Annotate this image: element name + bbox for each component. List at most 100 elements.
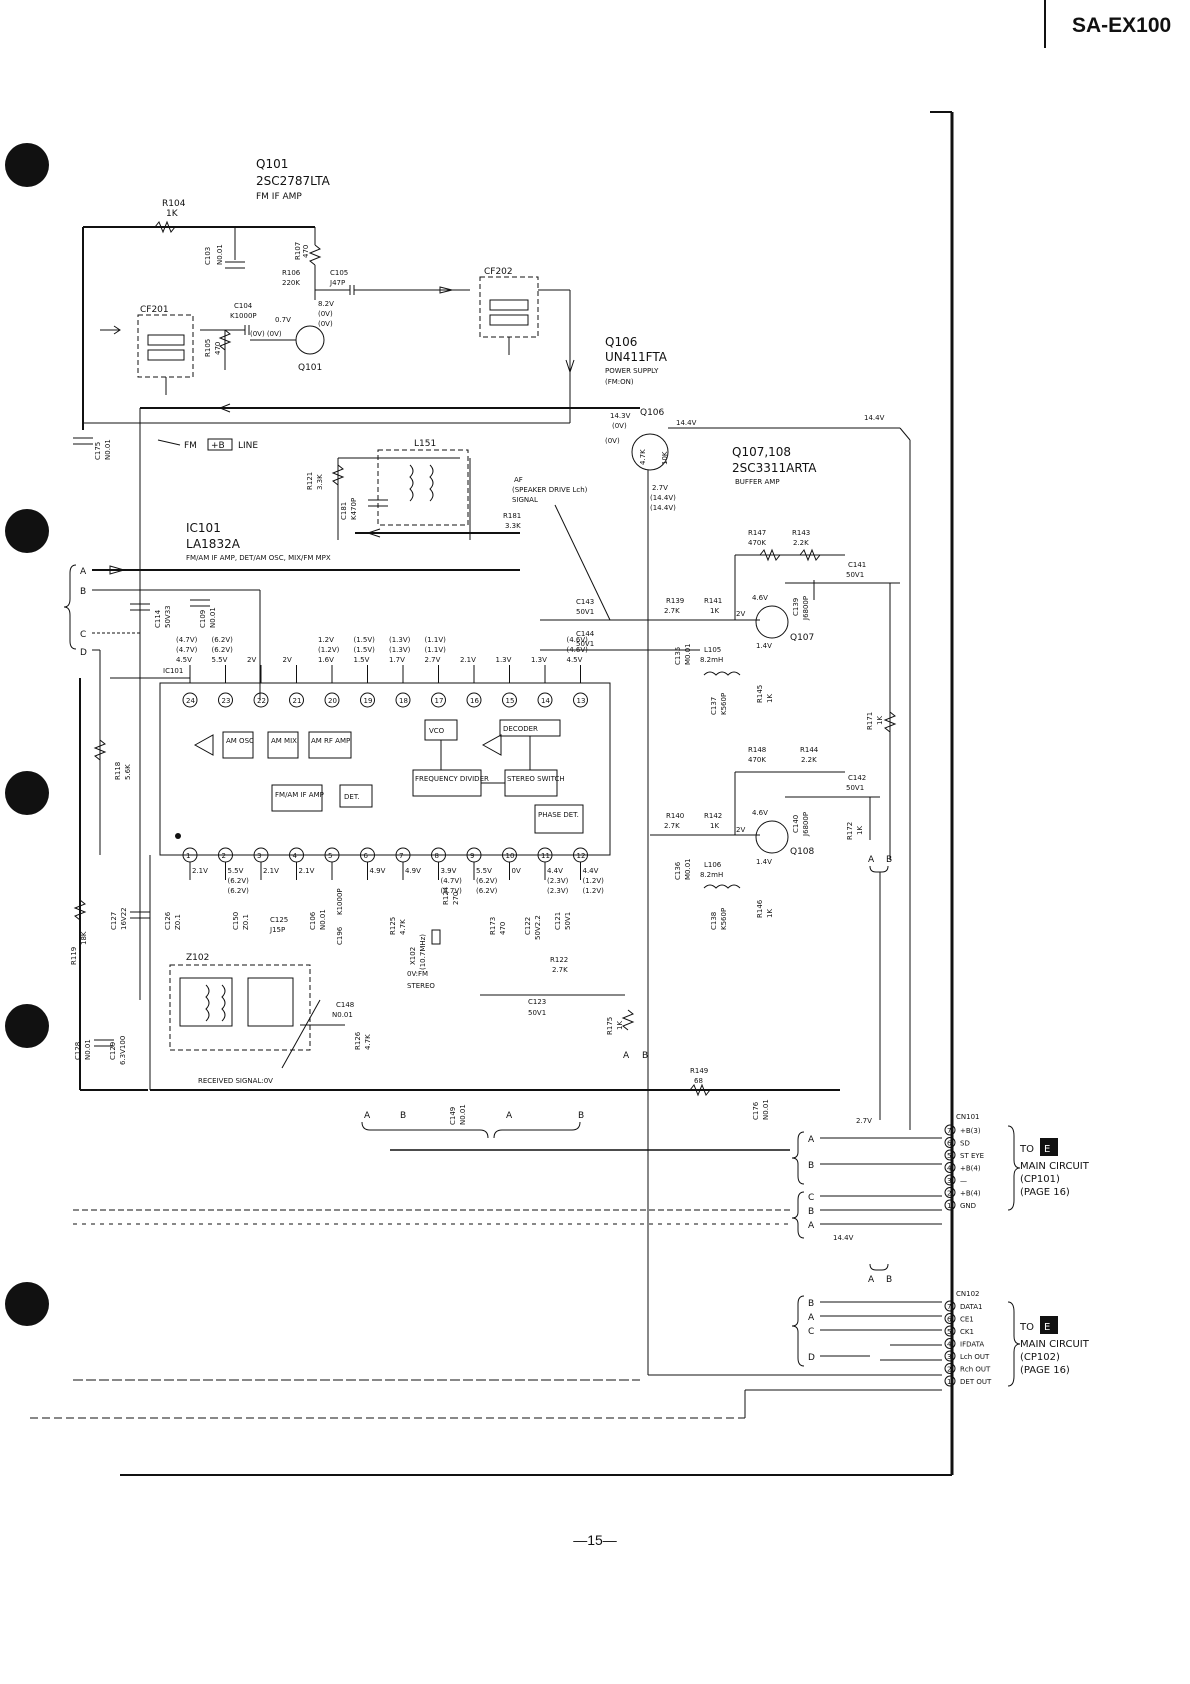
c141-ref: C141 <box>848 561 866 569</box>
ic-pin-voltage: 2.1V <box>460 656 476 664</box>
q106-v2: (0V) <box>612 422 627 430</box>
cn101-pin-label: +B(4) <box>960 1165 981 1173</box>
q106-vb1: 2.7V <box>652 484 668 492</box>
cn101-ref: CN101 <box>956 1113 980 1121</box>
binder-hole <box>5 143 49 187</box>
r121-val: 3.3K <box>316 474 324 490</box>
r122-ref: R122 <box>550 956 568 964</box>
ic-pin-voltage: (1.2V) <box>583 877 605 885</box>
fm-b-label: +B <box>211 441 225 451</box>
ic-pin-voltage: 4.9V <box>370 867 386 875</box>
ic-pin-top: 21 <box>293 697 302 705</box>
c122-val: 50V2.2 <box>534 915 542 940</box>
c144-ref: C144 <box>576 630 595 638</box>
r145-ref: R145 <box>756 685 764 703</box>
ic-pin-top: 23 <box>222 697 231 705</box>
ic-pin-bottom: 3 <box>257 852 261 860</box>
r146-val: 1K <box>766 909 774 918</box>
cn101-sheet-box <box>1040 1138 1058 1156</box>
cn102-pin-num: 3 <box>947 1353 951 1361</box>
r145-val: 1K <box>766 694 774 703</box>
model-number: SA-EX100 <box>1072 14 1172 37</box>
l105-ref: L105 <box>704 646 721 654</box>
mid-components: R125 4.7K X102 (10.7MHz) R124 270 0V:FM … <box>361 886 840 1151</box>
r141-ref: R141 <box>704 597 722 605</box>
q108-vb: 2V <box>736 826 745 834</box>
q106-vb2: (14.4V) <box>650 494 676 502</box>
ic-pin-voltage: (1.3V) <box>389 636 411 644</box>
bus-b-label: B <box>80 587 86 597</box>
ic-pin-top: 14 <box>541 697 550 705</box>
ic-pin-voltage: (6.2V) <box>476 877 498 885</box>
c181-val: K470P <box>350 498 358 520</box>
c128-val: N0.01 <box>84 1039 92 1060</box>
ic-pin-bottom: 1 <box>186 852 190 860</box>
r149-val: 68 <box>694 1077 703 1085</box>
c123-val: 50V1 <box>528 1009 546 1017</box>
block-freq-div-label: FREQUENCY DIVIDER <box>415 775 489 783</box>
bus-a-label: A <box>80 567 87 577</box>
c175-val: N0.01 <box>104 439 112 460</box>
c122-ref: C122 <box>524 917 532 935</box>
c121-val: 50V1 <box>564 912 572 930</box>
header-rule <box>1044 0 1046 48</box>
bus-a-bot1: A <box>364 1111 371 1121</box>
c150-ref: C150 <box>232 912 240 930</box>
cn102-pin-num: 2 <box>947 1366 951 1374</box>
ic-pin-bottom: 5 <box>328 852 332 860</box>
binder-hole <box>5 509 49 553</box>
ic-pin-voltage: (1.2V) <box>318 646 340 654</box>
cn102-pin-num: 5 <box>947 1328 951 1336</box>
ic-pin-top: 22 <box>257 697 266 705</box>
r172-val: 1K <box>856 826 864 835</box>
ic-pin-voltage: (4.7V) <box>441 887 463 895</box>
q101-vb: 0.7V <box>275 316 291 324</box>
r175-ref: R175 <box>606 1017 614 1035</box>
ic-pin-voltage: (4.6V) <box>567 636 589 644</box>
c129-ref: C129 <box>109 1042 117 1060</box>
binder-hole <box>5 1004 49 1048</box>
cn101-pin-label: — <box>960 1177 967 1185</box>
v144b-label: 14.4V <box>833 1234 854 1242</box>
ic-pin-bottom: 2 <box>222 852 226 860</box>
ic-pin-voltage: 2.7V <box>425 656 441 664</box>
q108-vc: 4.6V <box>752 809 768 817</box>
x102-val: (10.7MHz) <box>419 934 427 970</box>
ic-pin-voltage: 2.1V <box>299 867 315 875</box>
ic-pin-voltage: (1.5V) <box>354 636 376 644</box>
cn101-to: TO <box>1019 1144 1034 1155</box>
q106-vb3: (14.4V) <box>650 504 676 512</box>
l105-val: 8.2mH <box>700 656 723 664</box>
c143-val: 50V1 <box>576 608 594 616</box>
q101-vbias: (0V) (0V) <box>250 330 282 338</box>
ic-pin-voltage: 4.5V <box>176 656 192 664</box>
ic-pin-voltage: 5.5V <box>476 867 492 875</box>
cn102-pin-label: Lch OUT <box>960 1353 990 1361</box>
ic101-desc: FM/AM IF AMP, DET/AM OSC, MIX/FM MPX <box>186 554 331 562</box>
cn101-dest3: (PAGE 16) <box>1020 1187 1070 1198</box>
bus-b-r1: B <box>886 855 892 865</box>
q106-v1: 14.3V <box>610 412 631 420</box>
received-signal-label: RECEIVED SIGNAL:0V <box>198 1077 273 1085</box>
c109-ref: C109 <box>199 610 207 628</box>
r142-val: 1K <box>710 822 719 830</box>
l151-section: L151 R121 3.3K C181 K470P <box>306 439 520 540</box>
cn102-pin-num: 4 <box>947 1341 952 1349</box>
l151-ref: L151 <box>414 439 436 449</box>
ic101-blocks: AM OSC AM MIX AM RF AMP FM/AM IF AMP DET… <box>175 719 584 839</box>
c123-ref: C123 <box>528 998 546 1006</box>
upper-right-components: C143 50V1 C144 50V1 R139 2.7K R141 1K C1… <box>540 445 900 860</box>
cf202-ref: CF202 <box>484 267 513 277</box>
ic-pin-voltage: 2V <box>283 656 292 664</box>
cn101-pin-label: ST EYE <box>960 1152 984 1160</box>
block-vco-label: VCO <box>429 727 445 735</box>
v27-label: 2.7V <box>856 1117 872 1125</box>
q106-v4: 14.4V <box>676 419 697 427</box>
c196-val: K1000P <box>336 888 344 915</box>
af-signal-label: AF (SPEAKER DRIVE Lch) SIGNAL R181 3.3K <box>503 476 611 621</box>
q106-desc2: (FM:ON) <box>605 378 634 386</box>
c149-val: N0.01 <box>459 1104 467 1125</box>
z102-ref: Z102 <box>186 953 209 963</box>
